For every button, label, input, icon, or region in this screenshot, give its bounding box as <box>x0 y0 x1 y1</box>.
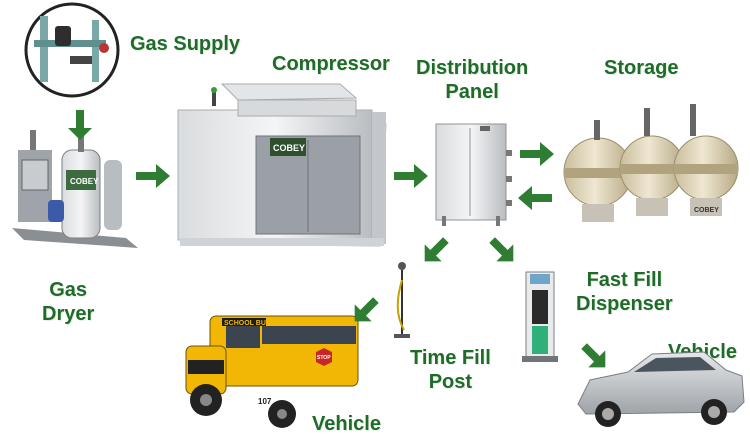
arrow-dryer-to-compressor <box>136 164 170 188</box>
storage-illustration: COBEY <box>563 104 739 222</box>
time-fill-post-label: Time Fill Post <box>410 347 491 393</box>
distribution-panel-illustration <box>435 123 512 226</box>
storage-sphere-1 <box>563 120 633 222</box>
bus-number-text: 107 <box>258 397 272 406</box>
storage-label: Storage <box>604 57 679 79</box>
flow-arrows <box>68 110 606 368</box>
arrow-storage-to-panel <box>518 186 552 210</box>
arrow-panel-to-fast-fill <box>489 237 514 262</box>
compressor-label: Compressor <box>272 53 390 75</box>
time-fill-post-illustration <box>394 262 410 338</box>
arrow-time-fill-to-bus <box>354 297 379 322</box>
storage-sphere-2 <box>619 108 685 216</box>
fast-fill-dispenser-illustration <box>522 271 558 362</box>
arrow-panel-to-time-fill <box>424 237 449 262</box>
arrow-supply-to-dryer <box>68 110 92 140</box>
fast-fill-dispenser-label: Fast Fill Dispenser <box>576 269 673 315</box>
compressor-illustration: COBEY <box>177 83 387 247</box>
storage-sphere-3: COBEY <box>673 104 739 216</box>
dryer-brand-text: COBEY <box>70 177 99 186</box>
bus-sign-text: SCHOOL BUS <box>224 320 271 327</box>
arrow-fast-fill-to-car <box>581 343 606 368</box>
gas-supply-label: Gas Supply <box>130 33 241 55</box>
compressor-brand-text: COBEY <box>273 143 305 153</box>
distribution-panel-label: Distribution Panel <box>416 57 529 103</box>
storage-brand-text: COBEY <box>694 207 719 214</box>
school-bus-illustration: SCHOOL BUS STOP 107 <box>185 315 359 428</box>
gas-dryer-label: Gas Dryer <box>42 279 95 325</box>
gas-dryer-illustration: COBEY <box>12 130 138 248</box>
car-illustration <box>577 351 745 427</box>
arrow-panel-to-storage <box>520 142 554 166</box>
gas-supply-illustration <box>24 2 120 98</box>
bus-stop-text: STOP <box>317 355 331 361</box>
vehicle-bus-label: Vehicle <box>312 413 381 435</box>
arrow-compressor-to-panel <box>394 164 428 188</box>
